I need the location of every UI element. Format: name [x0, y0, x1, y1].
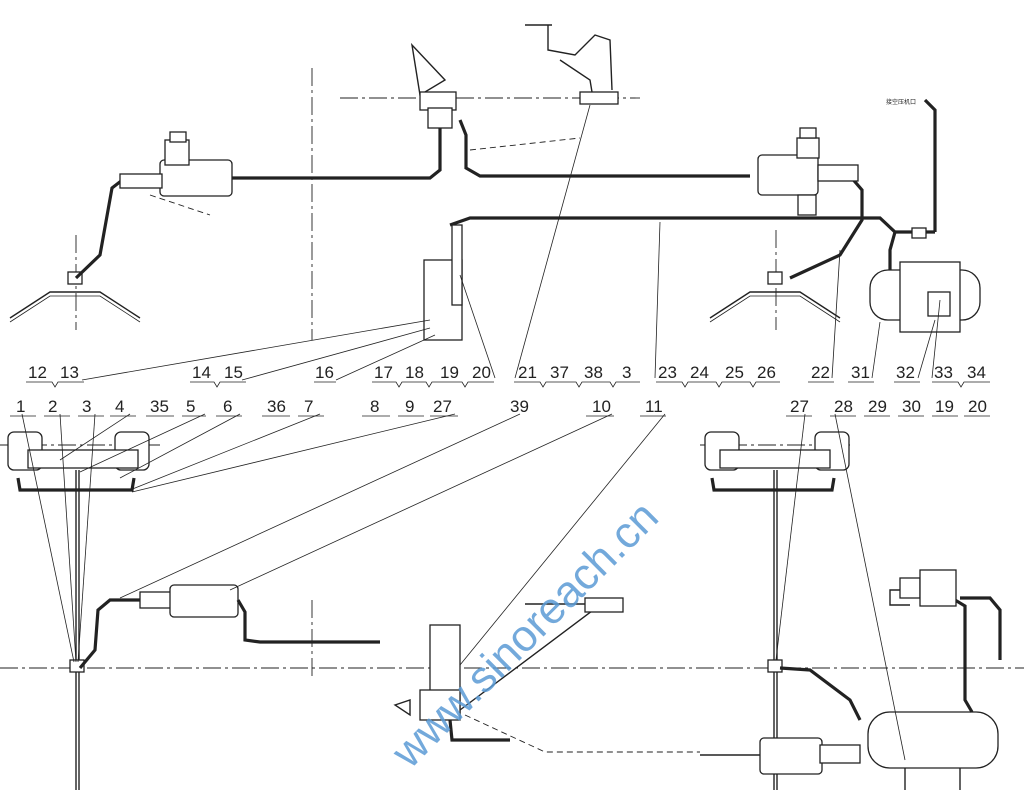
right-brake-chamber: [757, 127, 859, 216]
control-valve: [423, 224, 463, 341]
label-33: 33: [934, 363, 953, 382]
label-39: 39: [510, 397, 529, 416]
part-labels-row2: 1 2 3 4 35 5 6 36 7 8 9 27 39 10 11 27 2…: [16, 397, 987, 416]
relay-valve-assembly: [393, 597, 700, 753]
upper-pipes: [74, 98, 937, 280]
label-9: 9: [405, 397, 414, 416]
label-38: 38: [584, 363, 603, 382]
left-brake-chamber: [119, 131, 233, 197]
label-25: 25: [725, 363, 744, 382]
label-29: 29: [868, 397, 887, 416]
label-8: 8: [370, 397, 379, 416]
label-23: 23: [658, 363, 677, 382]
label-14: 14: [192, 363, 211, 382]
label-28: 28: [834, 397, 853, 416]
label-27-right: 27: [790, 397, 809, 416]
rear-left-axle: [7, 431, 150, 790]
label-24: 24: [690, 363, 709, 382]
label-2: 2: [48, 397, 57, 416]
rear-left-pipes: [78, 584, 380, 670]
label-36: 36: [267, 397, 286, 416]
rear-right-chamber-and-tank: [700, 569, 1002, 790]
label-13: 13: [60, 363, 79, 382]
label-31: 31: [851, 363, 870, 382]
label-1: 1: [16, 397, 25, 416]
label-4: 4: [115, 397, 124, 416]
label-34: 34: [967, 363, 986, 382]
label-11: 11: [645, 397, 663, 416]
label-19-right: 19: [935, 397, 954, 416]
label-17: 17: [374, 363, 393, 382]
label-20: 20: [472, 363, 491, 382]
label-27: 27: [433, 397, 452, 416]
label-3: 3: [82, 397, 91, 416]
label-3-top: 3: [622, 363, 631, 382]
label-6: 6: [223, 397, 232, 416]
air-tank-upper: [869, 227, 981, 333]
label-21: 21: [518, 363, 537, 382]
label-19: 19: [440, 363, 459, 382]
label-32: 32: [896, 363, 915, 382]
leader-lines-bottom: [21, 413, 906, 761]
label-16: 16: [315, 363, 334, 382]
label-10: 10: [592, 397, 611, 416]
label-22: 22: [811, 363, 830, 382]
leader-lines-top: [81, 104, 941, 381]
pedal-assembly: [410, 24, 619, 129]
rear-right-axle: [704, 431, 862, 790]
label-20-right: 20: [968, 397, 987, 416]
label-underlines: [26, 381, 990, 388]
label-5: 5: [186, 397, 195, 416]
front-left-spring: [9, 271, 141, 323]
label-7: 7: [304, 397, 313, 416]
label-12: 12: [28, 363, 47, 382]
label-37: 37: [550, 363, 569, 382]
label-30: 30: [902, 397, 921, 416]
front-right-spring: [709, 271, 841, 323]
label-15: 15: [224, 363, 243, 382]
watermark: www.sinoreach.cn: [382, 492, 668, 778]
air-inlet-note: 接空压机口: [886, 98, 916, 106]
part-labels-row1: 12 13 14 15 16 17 18 19 20 21 37 38 3 23…: [28, 363, 986, 382]
label-18: 18: [405, 363, 424, 382]
label-26: 26: [757, 363, 776, 382]
label-35: 35: [150, 397, 169, 416]
